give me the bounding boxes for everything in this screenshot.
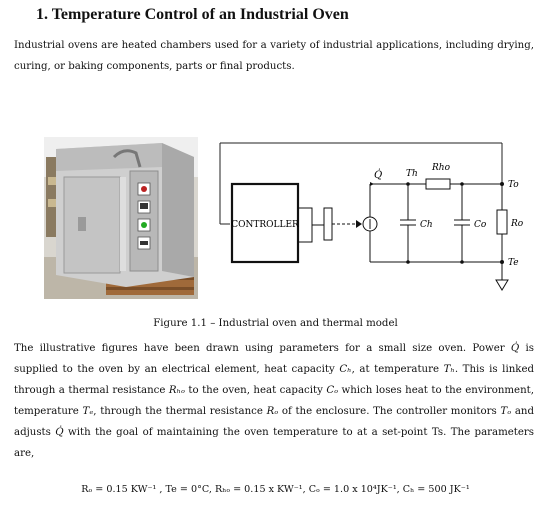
- ch-label: Ch: [420, 220, 433, 230]
- thermal-model-diagram: CONTROLLER Q̇ Th Rho To Ch Co Ro Te: [219, 142, 524, 291]
- body-paragraph: The illustrative figures have been drawn…: [14, 343, 535, 459]
- parameters-line: Rₒ = 0.15 KW⁻¹ , Te = 0°C, Rₕₒ = 0.15 x …: [81, 484, 470, 495]
- te-label: Te: [508, 258, 519, 268]
- ro-label: Ro: [510, 219, 524, 229]
- controller-box: [230, 182, 300, 264]
- controller-label: CONTROLLER: [231, 220, 299, 230]
- rho-resistor: [425, 178, 451, 190]
- q-label: Q̇: [374, 169, 382, 181]
- th-label: Th: [406, 169, 418, 179]
- to-label: To: [508, 180, 519, 190]
- rho-label: Rho: [431, 163, 451, 173]
- intro-paragraph: Industrial ovens are heated chambers use…: [14, 40, 534, 72]
- section-heading: 1. Temperature Control of an Industrial …: [36, 6, 349, 23]
- ro-resistor: [496, 209, 508, 235]
- figure-caption: Figure 1.1 – Industrial oven and thermal…: [153, 318, 398, 329]
- co-label: Co: [474, 220, 487, 230]
- oven-photo: [44, 137, 198, 299]
